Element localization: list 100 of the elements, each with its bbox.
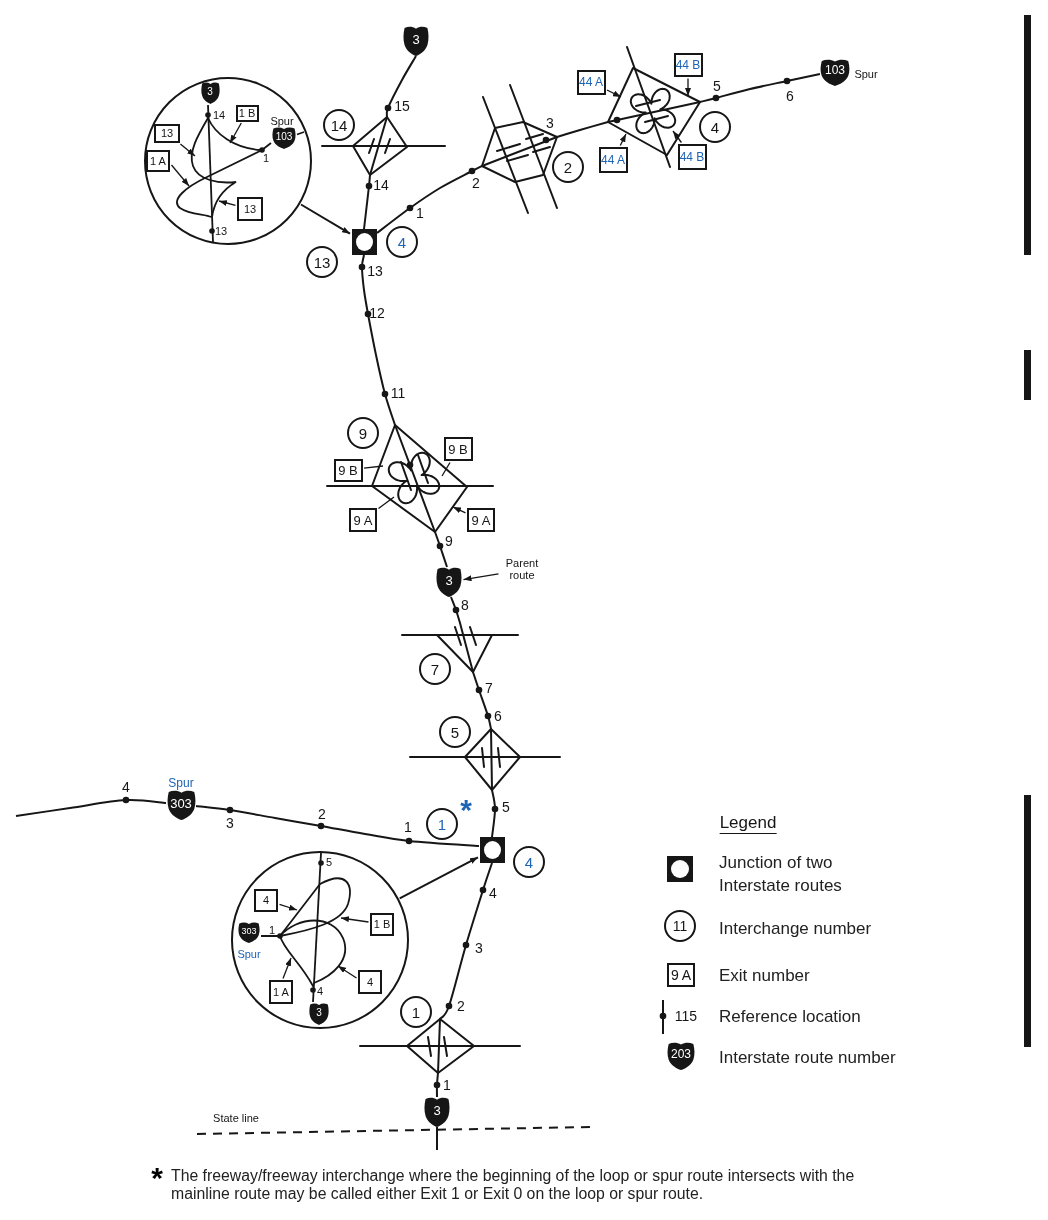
route-type-label: Spur (237, 948, 261, 960)
reference-number: 3 (546, 116, 554, 130)
interchange-circle (552, 151, 584, 183)
legend-text: Exit number (719, 965, 810, 987)
route-number: 3 (316, 1007, 322, 1018)
exit-number: 9 A (349, 508, 377, 532)
leader-arrow (685, 77, 691, 97)
leader-arrow (278, 903, 298, 911)
route-line (15, 798, 167, 817)
reference-number: 1 (404, 820, 412, 834)
route-type-label: Spur (168, 777, 194, 789)
leader-arrow (606, 89, 622, 98)
route-line (472, 671, 492, 730)
leader-arrow (462, 573, 500, 582)
legend-title: Legend (719, 814, 777, 834)
route-shield (403, 26, 429, 56)
exit-number: 4 (254, 888, 278, 912)
interchange-circle (386, 226, 418, 258)
route-number: 203 (671, 1048, 691, 1061)
leader-arrow (337, 965, 358, 979)
route-shield (424, 1097, 450, 1127)
reference-number: 1 (262, 152, 270, 164)
exit-number: 13 (237, 197, 263, 221)
route-number: 3 (207, 86, 213, 97)
route-type-label: Spur (854, 68, 878, 80)
junction-icon (667, 856, 693, 882)
reference-number: 14 (212, 109, 226, 121)
interchange-circle (323, 109, 355, 141)
route-line (435, 1072, 439, 1098)
reference-number: 6 (786, 89, 794, 103)
route-type-label: Spur (270, 115, 294, 127)
route-shield (667, 1042, 695, 1070)
interchange-number: 13 (313, 254, 331, 270)
exit-number: 9 B (333, 458, 363, 482)
interchange-number: 11 (672, 919, 688, 933)
route-number: 103 (825, 64, 845, 77)
route-number: 3 (433, 1103, 441, 1117)
leader-arrow (282, 957, 292, 980)
reference-number: 2 (457, 999, 465, 1013)
reference-number: 2 (318, 807, 326, 821)
route-line (363, 174, 371, 230)
route-shield (309, 1003, 329, 1025)
reference-number: 11 (390, 386, 406, 400)
route-line (195, 805, 480, 847)
route-number: 303 (241, 926, 257, 936)
route-line (434, 531, 448, 568)
route-line (176, 142, 272, 218)
exit-number: 44 A (598, 147, 628, 173)
exit-number: 1 A (146, 150, 170, 172)
route-line (361, 254, 396, 426)
leader-line (377, 496, 395, 510)
reference-number: 13 (214, 225, 228, 237)
route-shield (436, 567, 462, 597)
interchange-number: 14 (330, 117, 348, 133)
legend-text: Reference location (719, 1006, 861, 1028)
interchange-circle (699, 111, 731, 143)
route-line (699, 73, 821, 103)
interchange-number: 4 (710, 119, 720, 135)
reference-number: 6 (494, 709, 502, 723)
exit-number: 1 B (370, 912, 394, 936)
junction-marker (351, 229, 377, 255)
reference-number: 8 (461, 598, 469, 612)
reference-number: 14 (373, 178, 389, 192)
exit-number: 9 B (443, 437, 473, 461)
reference-number: 2 (472, 176, 480, 190)
route-number: 3 (445, 573, 453, 587)
exit-number: 1 A (269, 980, 293, 1004)
legend-text: Junction of two Interstate routes (719, 852, 843, 897)
reference-number: 9 (445, 534, 453, 548)
exit-number: 44 B (677, 144, 707, 170)
interchange-circle (400, 996, 432, 1028)
interchange-number: 4 (524, 854, 534, 870)
cloverleaf-interchange (326, 424, 494, 533)
leader-arrow (170, 164, 190, 187)
diamond-interchange (359, 1018, 521, 1074)
interchange-number: 1 (411, 1004, 421, 1020)
leader-arrow (398, 856, 479, 900)
reference-number: 5 (502, 800, 510, 814)
route-line (376, 165, 483, 234)
route-shield (200, 82, 220, 104)
exit-number: 9 A (667, 963, 695, 987)
route-line (260, 883, 321, 937)
leader-arrow (452, 506, 467, 514)
interchange-circle (439, 716, 471, 748)
interchange-circle (306, 246, 338, 278)
leader-arrow (218, 200, 237, 206)
footnote-mark: * (460, 795, 472, 825)
route-line (491, 789, 496, 838)
route-line (436, 1126, 438, 1151)
route-number: 3 (412, 32, 420, 46)
callout-text: Parent route (500, 556, 544, 584)
leader-arrow (300, 203, 351, 235)
legend-text: Interstate route number (719, 1047, 896, 1069)
partial-interchange (401, 622, 519, 673)
diamond-interchange (409, 728, 561, 791)
leader-arrow (619, 133, 627, 147)
interchange-number: 2 (563, 159, 573, 175)
route-line (439, 862, 493, 1020)
interchange-number: 5 (450, 724, 460, 740)
interchange-number: 9 (358, 425, 368, 441)
